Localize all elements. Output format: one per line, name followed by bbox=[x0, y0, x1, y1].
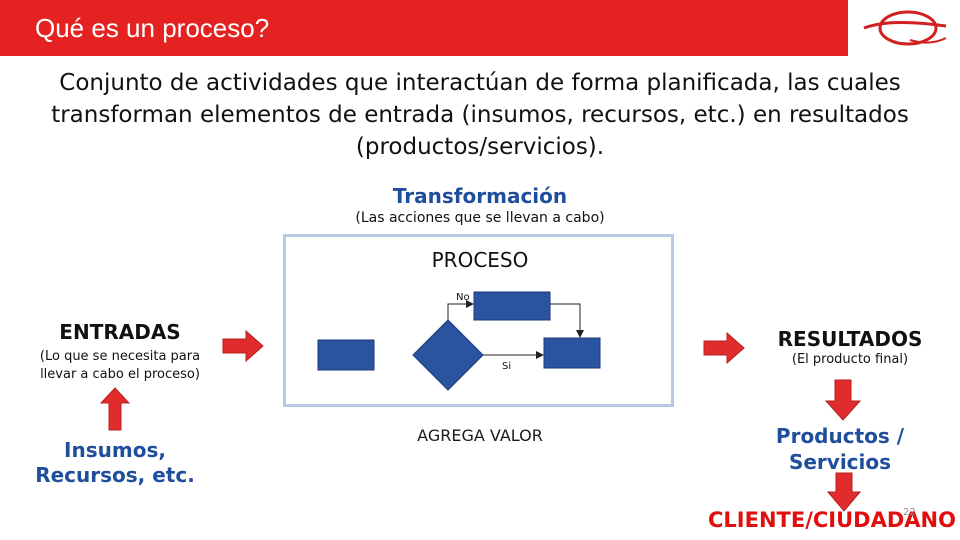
transformation-subtitle: (Las acciones que se llevan a cabo) bbox=[355, 210, 605, 226]
flow-step-rework bbox=[473, 291, 551, 321]
inputs-title: ENTRADAS bbox=[59, 320, 181, 344]
flow-step-next bbox=[543, 337, 601, 369]
outputs-subtitle: (El producto final) bbox=[791, 352, 909, 367]
outputs-examples: Productos / Servicios bbox=[775, 424, 905, 474]
transformation-title: Transformación bbox=[392, 184, 568, 208]
process-flowchart: No Si bbox=[317, 291, 601, 391]
inputs-up-arrow-icon bbox=[100, 387, 130, 431]
inputs-examples: Insumos, Recursos, etc. bbox=[35, 438, 195, 487]
customer-down-arrow-icon bbox=[827, 472, 861, 512]
outputs-down-arrow-icon bbox=[825, 379, 861, 421]
flow-step-start bbox=[317, 339, 375, 371]
process-to-output-arrow-icon bbox=[703, 332, 745, 364]
no-label: No bbox=[456, 292, 470, 303]
process-definition: Conjunto de actividades que interactúan … bbox=[51, 70, 909, 160]
customer-label: CLIENTE/CIUDADANO bbox=[708, 508, 956, 532]
logo-icon bbox=[863, 10, 947, 46]
inputs-subtitle: (Lo que se necesita para llevar a cabo e… bbox=[39, 349, 201, 382]
flow-decision bbox=[412, 319, 484, 391]
header-bar bbox=[0, 0, 848, 56]
input-to-process-arrow-icon bbox=[222, 330, 264, 362]
page-number: 22 bbox=[903, 507, 916, 518]
process-title: PROCESO bbox=[431, 248, 529, 272]
slide-title: Qué es un proceso? bbox=[35, 13, 270, 43]
adds-value-label: AGREGA VALOR bbox=[417, 426, 543, 445]
si-label: Si bbox=[502, 361, 511, 372]
outputs-title: RESULTADOS bbox=[777, 327, 923, 351]
